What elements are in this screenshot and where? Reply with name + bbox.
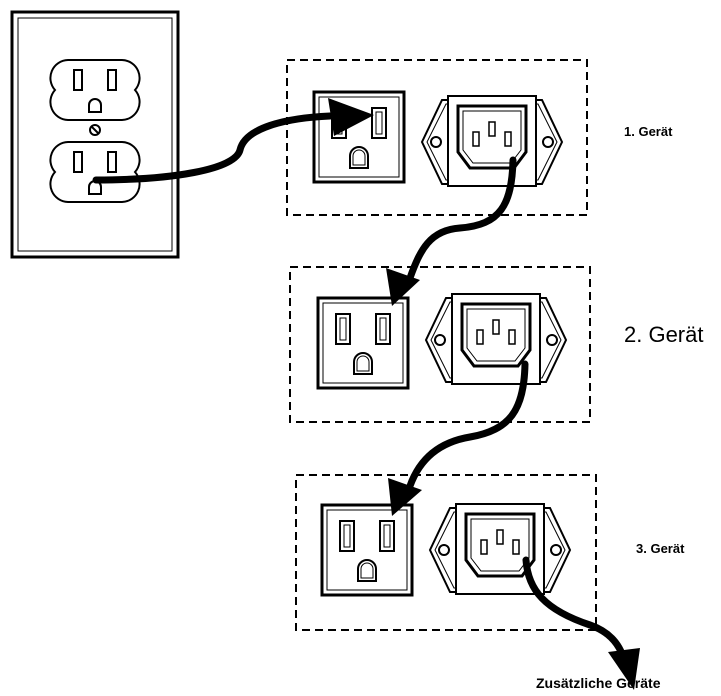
device-3-group	[295, 474, 597, 631]
additional-devices-label: Zusätzliche Geräte	[536, 675, 661, 691]
nema-outlet-icon	[312, 90, 406, 184]
iec-inlet-icon	[424, 292, 568, 386]
device-1-label: 1. Gerät	[624, 124, 673, 139]
iec-inlet-icon	[428, 502, 572, 596]
arrowhead-icon	[328, 98, 374, 136]
arrowhead-icon	[386, 268, 420, 306]
cable-arrow-icon	[406, 156, 517, 282]
device-2-frame	[289, 266, 591, 423]
device-1-group	[286, 59, 588, 216]
nema-outlet-icon	[320, 503, 414, 597]
arrowhead-icon	[388, 478, 422, 516]
arrowhead-icon	[608, 648, 640, 690]
device-2-group	[289, 266, 591, 423]
cable-arrow-icon	[92, 112, 334, 184]
device-3-label: 3. Gerät	[636, 541, 685, 556]
device-1-frame	[286, 59, 588, 216]
cable-arrow-icon	[406, 360, 529, 490]
iec-inlet-icon	[420, 94, 564, 188]
wall-outlet-icon	[10, 10, 180, 259]
nema-outlet-icon	[316, 296, 410, 390]
cable-arrow-icon	[522, 556, 628, 664]
device-3-frame	[295, 474, 597, 631]
device-2-label: 2. Gerät	[624, 322, 704, 347]
